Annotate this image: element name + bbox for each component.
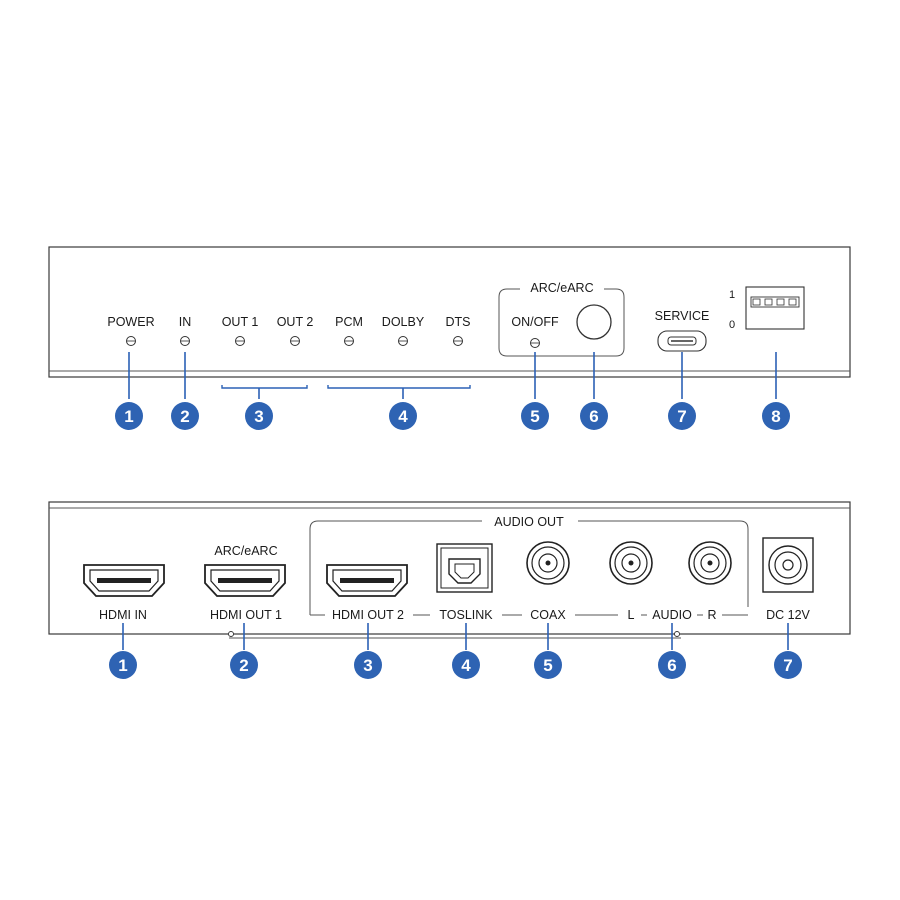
callout-badge-8: 8 bbox=[762, 402, 790, 430]
on-off-led bbox=[530, 338, 540, 348]
svg-text:7: 7 bbox=[783, 656, 792, 675]
screw-right bbox=[674, 631, 680, 637]
rear-callout-badge-6: 6 bbox=[658, 651, 686, 679]
svg-text:3: 3 bbox=[254, 407, 263, 426]
svg-text:4: 4 bbox=[398, 407, 408, 426]
pcm-label: PCM bbox=[335, 315, 363, 329]
arc-button[interactable] bbox=[576, 304, 612, 340]
audio-group-frame-left bbox=[309, 520, 482, 607]
svg-text:2: 2 bbox=[180, 407, 189, 426]
toslink-port[interactable] bbox=[436, 543, 493, 593]
on-off-label: ON/OFF bbox=[511, 315, 559, 329]
front-panel: POWER IN OUT 1 OUT 2 PCM DOLBY DTS ARC/e… bbox=[48, 246, 851, 430]
svg-text:6: 6 bbox=[667, 656, 676, 675]
front-panel-body bbox=[48, 246, 851, 378]
svg-text:2: 2 bbox=[239, 656, 248, 675]
svg-text:1: 1 bbox=[124, 407, 133, 426]
out2-led bbox=[290, 336, 300, 346]
arc-group-frame bbox=[498, 288, 625, 357]
dolby-led bbox=[398, 336, 408, 346]
dc-power-jack[interactable] bbox=[762, 537, 814, 593]
callout-badge-4: 4 bbox=[389, 402, 417, 430]
audio-r-label: R bbox=[707, 608, 716, 622]
rear-panel: HDMI IN ARC/eARC HDMI OUT 1 AUDIO OUT bbox=[48, 501, 851, 679]
rear-callout-badge-4: 4 bbox=[452, 651, 480, 679]
out2-label: OUT 2 bbox=[277, 315, 314, 329]
hdmi-in-label: HDMI IN bbox=[99, 608, 147, 622]
rear-callout-badge-5: 5 bbox=[534, 651, 562, 679]
dip-switch[interactable] bbox=[745, 286, 805, 330]
dip-off-label: 0 bbox=[729, 319, 735, 331]
hdmi-out2-label: HDMI OUT 2 bbox=[332, 608, 404, 622]
out1-led bbox=[235, 336, 245, 346]
dc-label: DC 12V bbox=[766, 608, 810, 622]
hdmi-out2-port[interactable] bbox=[326, 564, 408, 597]
svg-text:4: 4 bbox=[461, 656, 471, 675]
arc-earc-label: ARC/eARC bbox=[214, 544, 277, 558]
audio-group-frame-right bbox=[578, 520, 749, 607]
in-label: IN bbox=[179, 315, 192, 329]
svg-text:6: 6 bbox=[589, 407, 598, 426]
svg-text:7: 7 bbox=[677, 407, 686, 426]
callout-badge-3: 3 bbox=[245, 402, 273, 430]
bracket-outputs bbox=[221, 385, 308, 389]
screw-left bbox=[228, 631, 234, 637]
service-usb-port[interactable] bbox=[657, 330, 707, 352]
svg-text:1: 1 bbox=[118, 656, 127, 675]
audio-out-label: AUDIO OUT bbox=[494, 515, 564, 529]
callout-badge-2: 2 bbox=[171, 402, 199, 430]
dts-label: DTS bbox=[446, 315, 471, 329]
hdmi-out1-port[interactable] bbox=[204, 564, 286, 597]
power-label: POWER bbox=[107, 315, 154, 329]
out1-label: OUT 1 bbox=[222, 315, 259, 329]
audio-r-port[interactable] bbox=[688, 541, 732, 585]
svg-text:5: 5 bbox=[543, 656, 552, 675]
coax-port[interactable] bbox=[526, 541, 570, 585]
audio-label: AUDIO bbox=[652, 608, 692, 622]
power-led bbox=[126, 336, 136, 346]
rear-callout-badge-2: 2 bbox=[230, 651, 258, 679]
rear-callout-badge-1: 1 bbox=[109, 651, 137, 679]
rear-callout-badge-7: 7 bbox=[774, 651, 802, 679]
rear-callout-badge-3: 3 bbox=[354, 651, 382, 679]
arc-group-label: ARC/eARC bbox=[530, 281, 593, 295]
audio-l-label: L bbox=[628, 608, 635, 622]
svg-text:5: 5 bbox=[530, 407, 539, 426]
audio-l-port[interactable] bbox=[609, 541, 653, 585]
dip-on-label: 1 bbox=[729, 289, 735, 301]
callout-badge-6: 6 bbox=[580, 402, 608, 430]
bracket-audio-formats bbox=[327, 385, 471, 389]
callout-badge-5: 5 bbox=[521, 402, 549, 430]
toslink-label: TOSLINK bbox=[439, 608, 493, 622]
callout-badge-7: 7 bbox=[668, 402, 696, 430]
dts-led bbox=[453, 336, 463, 346]
dolby-label: DOLBY bbox=[382, 315, 425, 329]
callout-badge-1: 1 bbox=[115, 402, 143, 430]
svg-text:3: 3 bbox=[363, 656, 372, 675]
coax-label: COAX bbox=[530, 608, 566, 622]
pcm-led bbox=[344, 336, 354, 346]
service-label: SERVICE bbox=[655, 309, 710, 323]
hdmi-out1-label: HDMI OUT 1 bbox=[210, 608, 282, 622]
svg-text:8: 8 bbox=[771, 407, 780, 426]
in-led bbox=[180, 336, 190, 346]
hdmi-in-port[interactable] bbox=[83, 564, 165, 597]
